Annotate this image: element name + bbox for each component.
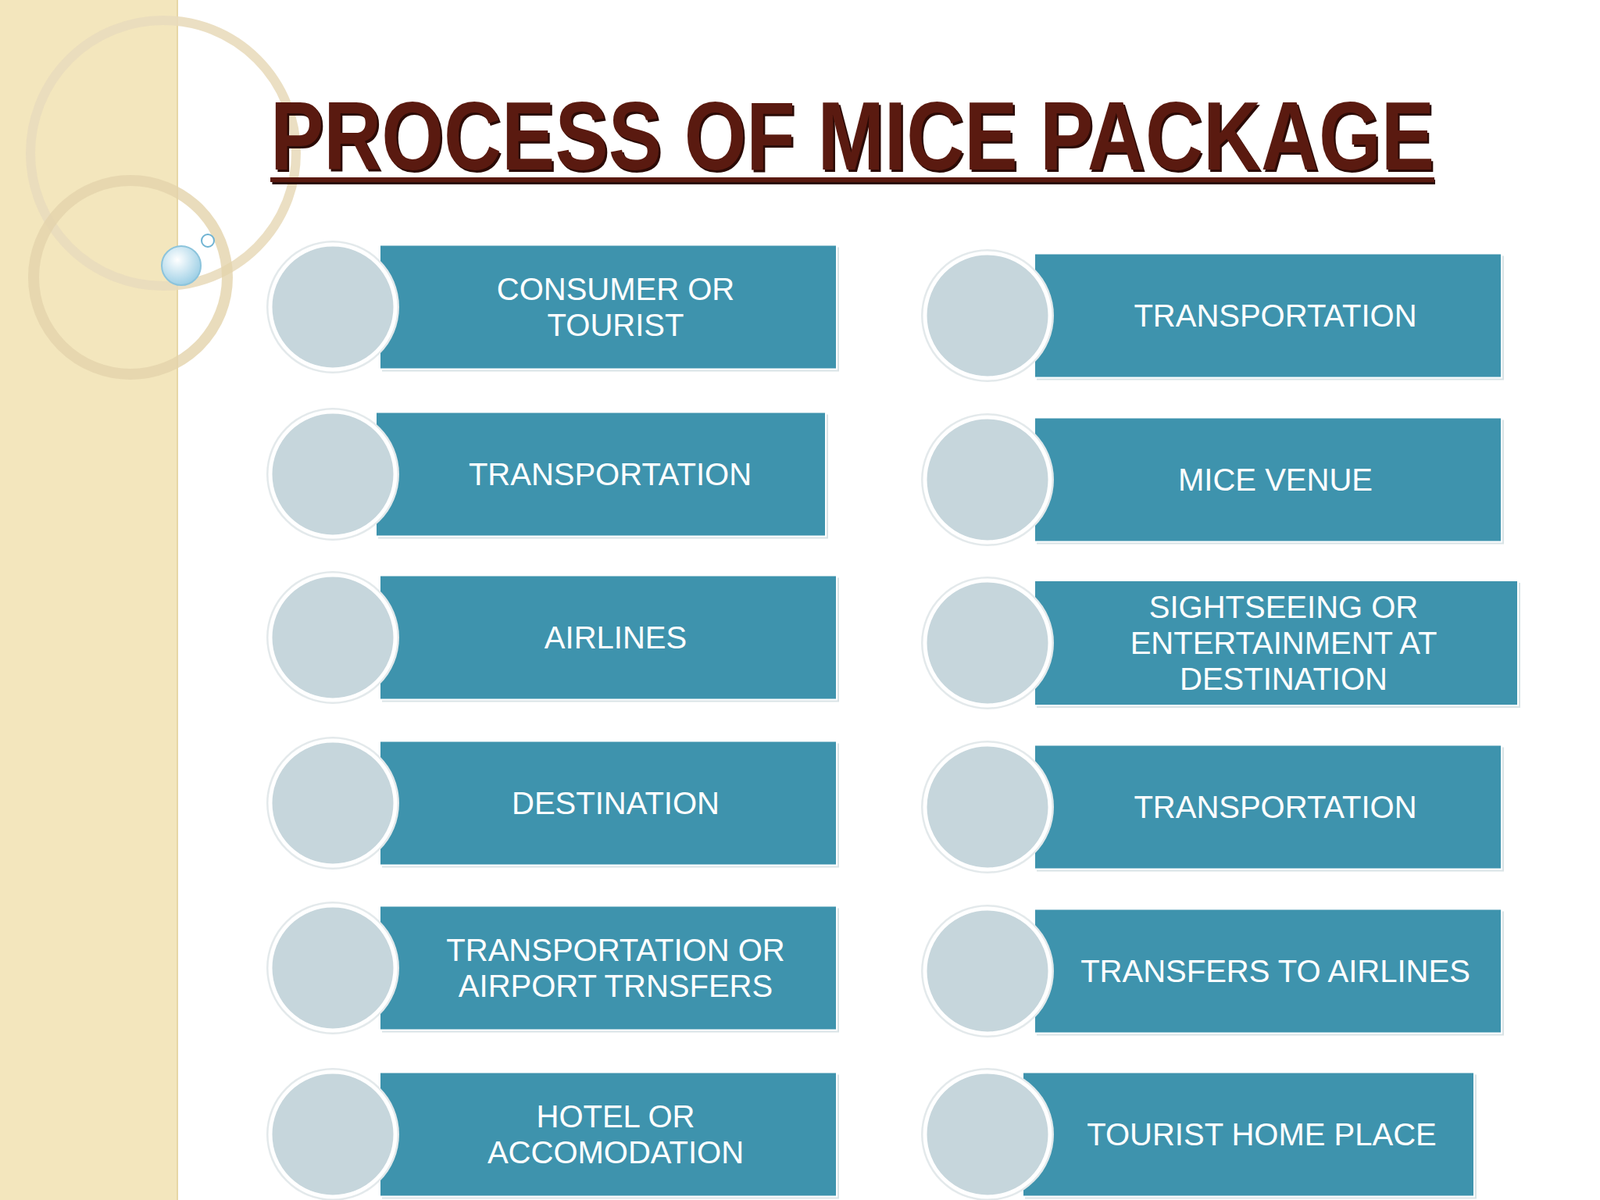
step-shape [264,900,842,1036]
step-label: TRANSFERS TO AIRLINES [1080,953,1471,990]
step-circle [925,253,1050,379]
process-step: CONSUMER OR TOURIST [264,239,842,375]
step-label: SIGHTSEEING OR ENTERTAINMENT AT DESTINAT… [1103,589,1464,697]
step-circle [925,1071,1050,1197]
process-step: MICE VENUE [919,411,1507,548]
step-circle [270,575,396,700]
step-label: TRANSPORTATION [468,456,752,493]
step-circle [925,908,1050,1034]
banner [1034,417,1502,543]
banner [1034,909,1502,1034]
banner [375,412,826,537]
process-step: DESTINATION [264,735,842,872]
circle-halo [266,407,400,541]
banner [379,741,837,866]
step-textbox: TRANSPORTATION [1061,253,1490,379]
step-textbox: HOTEL OR ACCOMODATION [407,1072,825,1197]
process-step: TRANSPORTATION [264,406,831,543]
banner [379,245,837,370]
step-label: TRANSPORTATION OR AIRPORT TRNSFERS [420,932,811,1004]
banner [1022,1072,1475,1197]
circle-halo [921,740,1054,874]
banner [379,1072,837,1197]
step-circle [925,580,1050,706]
circle-halo [921,249,1054,383]
process-step: TRANSPORTATION [919,739,1507,875]
circle-halo [921,413,1054,547]
step-circle [270,1071,396,1197]
process-step: TRANSFERS TO AIRLINES [919,903,1507,1040]
circle-halo [266,901,400,1035]
step-circle [270,740,396,866]
step-label: TOURIST HOME PLACE [1086,1116,1437,1153]
step-textbox: CONSUMER OR TOURIST [407,245,825,370]
banner [1034,253,1502,379]
step-circle [270,905,396,1031]
step-circle [270,411,396,537]
step-textbox: MICE VENUE [1061,417,1490,543]
circle-halo [266,736,400,870]
step-label: TRANSPORTATION [1133,297,1417,334]
banner [1034,580,1518,706]
step-textbox: AIRLINES [407,575,825,700]
step-circle [925,417,1050,543]
decor-bubble [161,246,201,286]
banner [379,575,837,700]
step-textbox: TRANSFERS TO AIRLINES [1061,909,1490,1034]
step-textbox: TRANSPORTATION OR AIRPORT TRNSFERS [407,906,825,1031]
step-circle [270,244,396,370]
step-textbox: TRANSPORTATION [1061,745,1490,870]
step-textbox: TRANSPORTATION [407,412,814,537]
step-textbox: SIGHTSEEING OR ENTERTAINMENT AT DESTINAT… [1061,580,1506,706]
circle-halo [266,240,400,374]
page-title: PROCESS OF MICE PACKAGE [270,87,1435,185]
circle-halo [266,1067,400,1200]
process-step: TRANSPORTATION OR AIRPORT TRNSFERS [264,900,842,1036]
step-label: TRANSPORTATION [1133,789,1417,825]
process-step: HOTEL OR ACCOMODATION [264,1066,842,1200]
circle-halo [921,1067,1054,1200]
banner [379,906,837,1031]
step-label: AIRLINES [544,619,687,656]
circle-halo [921,576,1054,710]
circle-halo [266,571,400,704]
circle-halo [921,904,1054,1038]
step-circle [925,744,1050,870]
step-shape [264,239,842,375]
step-textbox: DESTINATION [407,741,825,866]
process-step: TOURIST HOME PLACE [919,1066,1479,1200]
step-label: MICE VENUE [1178,461,1373,498]
decor-bubble [201,234,215,247]
banner [1034,745,1502,870]
step-textbox: TOURIST HOME PLACE [1061,1072,1462,1197]
process-step: SIGHTSEEING OR ENTERTAINMENT AT DESTINAT… [919,575,1523,711]
stripe-edge [176,0,179,1200]
step-label: CONSUMER OR TOURIST [451,271,780,343]
process-step: AIRLINES [264,569,842,706]
step-label: HOTEL OR ACCOMODATION [459,1098,772,1171]
step-label: DESTINATION [511,785,720,822]
process-step: TRANSPORTATION [919,247,1507,384]
decor-ring [30,20,297,286]
decor-ring [33,180,228,375]
